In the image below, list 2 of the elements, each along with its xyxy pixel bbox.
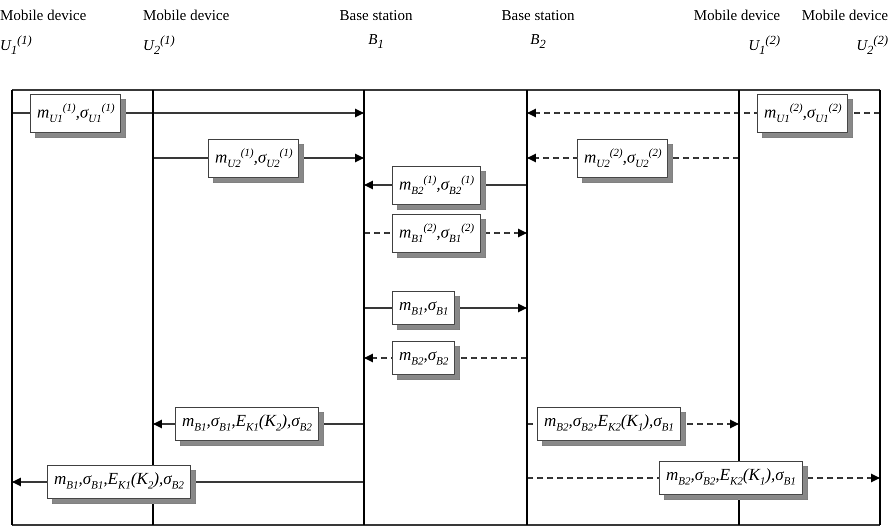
participant-label: Base station B$_{2}$	[500, 7, 576, 53]
participant-label: Base station B$_{1}$	[338, 7, 414, 53]
